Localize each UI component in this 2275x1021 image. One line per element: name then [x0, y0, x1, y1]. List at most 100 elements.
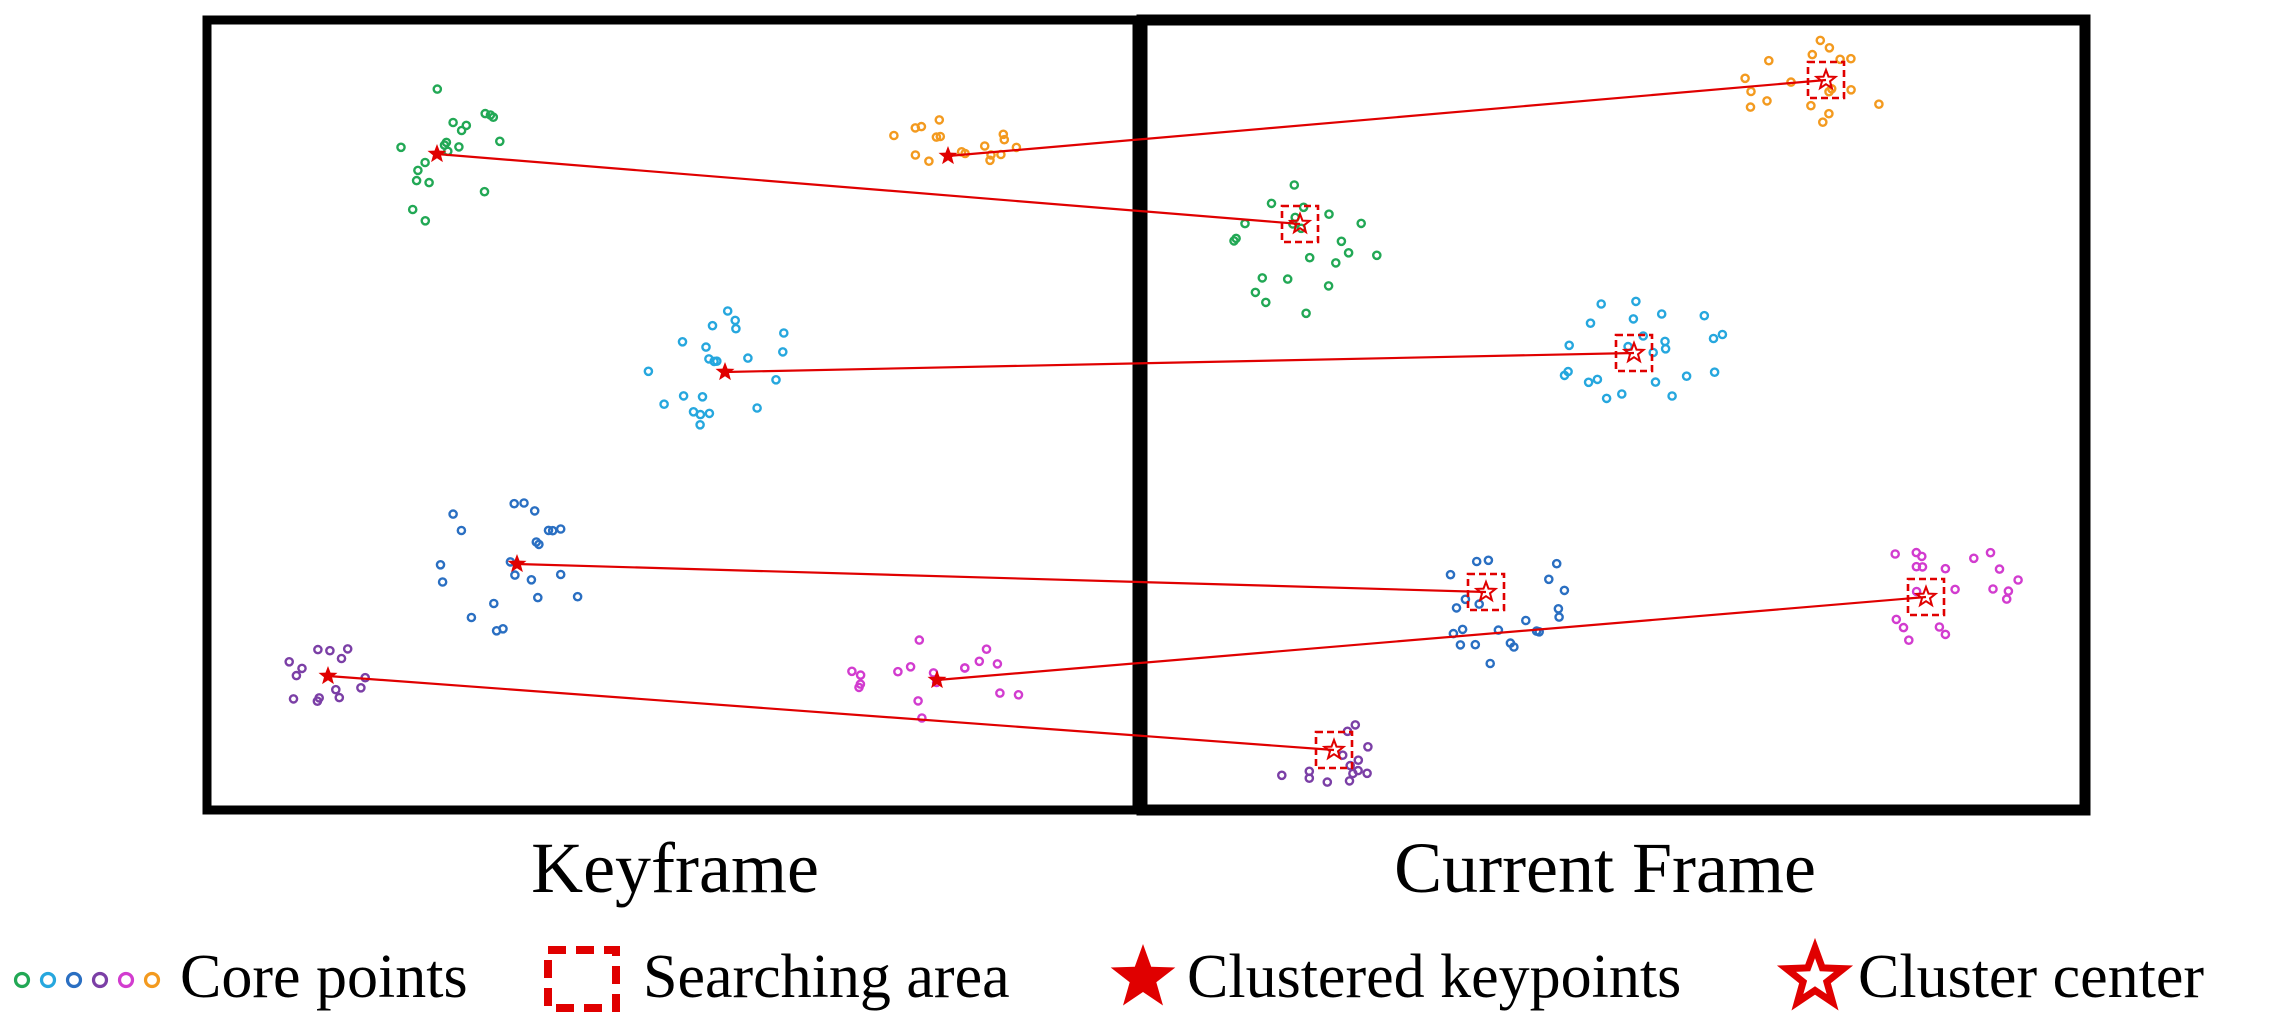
magenta-core-point [981, 644, 992, 655]
light-blue-core-point [707, 320, 718, 331]
green-core-point [494, 136, 505, 147]
magenta-core-point [1940, 629, 1951, 640]
magenta-core-point [855, 679, 866, 689]
light-blue-core-point [1628, 314, 1639, 324]
light-blue-core-point [743, 353, 753, 363]
blue-core-point [509, 498, 520, 509]
light-blue-match-line [724, 351, 1635, 374]
legend: Core points Searching area Clustered key… [13, 937, 2204, 1012]
purple-searching-area [1314, 730, 1354, 770]
legend-core-point-dot [13, 971, 31, 989]
blue-core-point [1521, 615, 1531, 626]
magenta-core-point [1940, 563, 1951, 574]
green-core-point [454, 142, 464, 152]
green-core-point [1301, 308, 1311, 319]
light-blue-core-point [695, 419, 705, 430]
blue-core-point [510, 570, 520, 580]
light-blue-core-point [1699, 310, 1710, 321]
magenta-core-point [995, 688, 1005, 698]
blue-core-point [572, 591, 583, 602]
blue-core-point [1485, 658, 1495, 669]
blue-core-point [519, 498, 529, 508]
light-blue-core-point [688, 406, 699, 417]
blue-core-point [466, 612, 477, 623]
light-blue-core-point [678, 391, 689, 401]
orange-cluster-center-star [1813, 67, 1839, 91]
orange-core-point [1824, 43, 1835, 53]
purple-core-point [330, 684, 341, 695]
purple-core-point [1345, 760, 1355, 771]
purple-core-point [334, 692, 345, 703]
current-frame-panel [1136, 14, 2091, 816]
light-blue-core-point [1717, 329, 1728, 340]
blue-core-point [529, 506, 540, 516]
green-core-point [1231, 233, 1241, 244]
green-core-point [1304, 252, 1315, 263]
green-core-point [448, 117, 458, 128]
purple-clustered-keypoint-star [318, 666, 338, 685]
light-blue-core-point [1564, 340, 1574, 351]
orange-core-point [1824, 108, 1834, 119]
light-blue-core-point [659, 399, 669, 410]
green-core-point [456, 125, 467, 136]
blue-core-point [1551, 558, 1562, 569]
orange-core-point [999, 134, 1010, 145]
light-blue-core-point [1631, 296, 1641, 307]
purple-core-point [1348, 768, 1358, 779]
green-core-point [1266, 198, 1277, 209]
blue-core-point [435, 560, 446, 570]
blue-core-point [555, 569, 566, 580]
magenta-core-point [1934, 622, 1945, 632]
light-blue-core-point [1583, 377, 1594, 388]
blue-core-point [543, 525, 554, 536]
green-core-point [461, 120, 472, 131]
magenta-core-point [905, 662, 916, 672]
purple-core-point [297, 663, 307, 674]
light-blue-core-point [1667, 391, 1677, 401]
green-core-point [1343, 247, 1354, 258]
magenta-core-point [1898, 622, 1909, 633]
light-blue-core-point [1660, 336, 1670, 347]
purple-cluster-center-star [1321, 737, 1347, 761]
orange-core-point [924, 156, 934, 166]
orange-core-point [979, 141, 990, 151]
orange-core-point [1815, 35, 1826, 46]
green-core-point [432, 84, 443, 94]
light-blue-core-point [1709, 367, 1720, 378]
blue-core-point [1460, 594, 1471, 605]
orange-core-point [1746, 86, 1756, 97]
magenta-core-point [1988, 584, 1998, 594]
legend-searching-area-label: Searching area [643, 943, 1010, 1011]
light-blue-core-point [1708, 333, 1719, 344]
orange-core-point [1874, 99, 1884, 109]
purple-core-point [1353, 755, 1364, 766]
blue-core-point [1544, 574, 1554, 585]
green-core-point [420, 215, 431, 226]
light-blue-core-point [643, 366, 654, 377]
light-blue-core-point [704, 408, 715, 419]
orange-core-point [1824, 86, 1834, 97]
light-blue-core-point [677, 336, 688, 347]
blue-core-point [488, 598, 499, 609]
blue-core-point [1534, 627, 1544, 637]
orange-core-point [1762, 96, 1772, 106]
blue-core-point [456, 525, 467, 536]
orange-core-point [1846, 85, 1856, 95]
green-core-point [1331, 258, 1341, 268]
light-blue-core-point [709, 356, 719, 367]
magenta-core-point [1891, 614, 1902, 625]
orange-match-line [947, 78, 1827, 158]
orange-core-point [1807, 49, 1818, 60]
purple-core-point [1362, 768, 1372, 779]
light-blue-searching-area [1614, 333, 1654, 373]
magenta-core-point [847, 666, 857, 677]
legend-searching-area-icon [544, 946, 620, 1012]
blue-core-point [1554, 612, 1564, 622]
green-core-point [480, 108, 491, 119]
orange-core-point [985, 155, 995, 166]
light-blue-core-point [1617, 389, 1627, 399]
magenta-core-point [974, 656, 985, 667]
magenta-core-point [1950, 584, 1960, 595]
blue-core-point [555, 524, 566, 534]
orange-searching-area [1806, 60, 1846, 100]
